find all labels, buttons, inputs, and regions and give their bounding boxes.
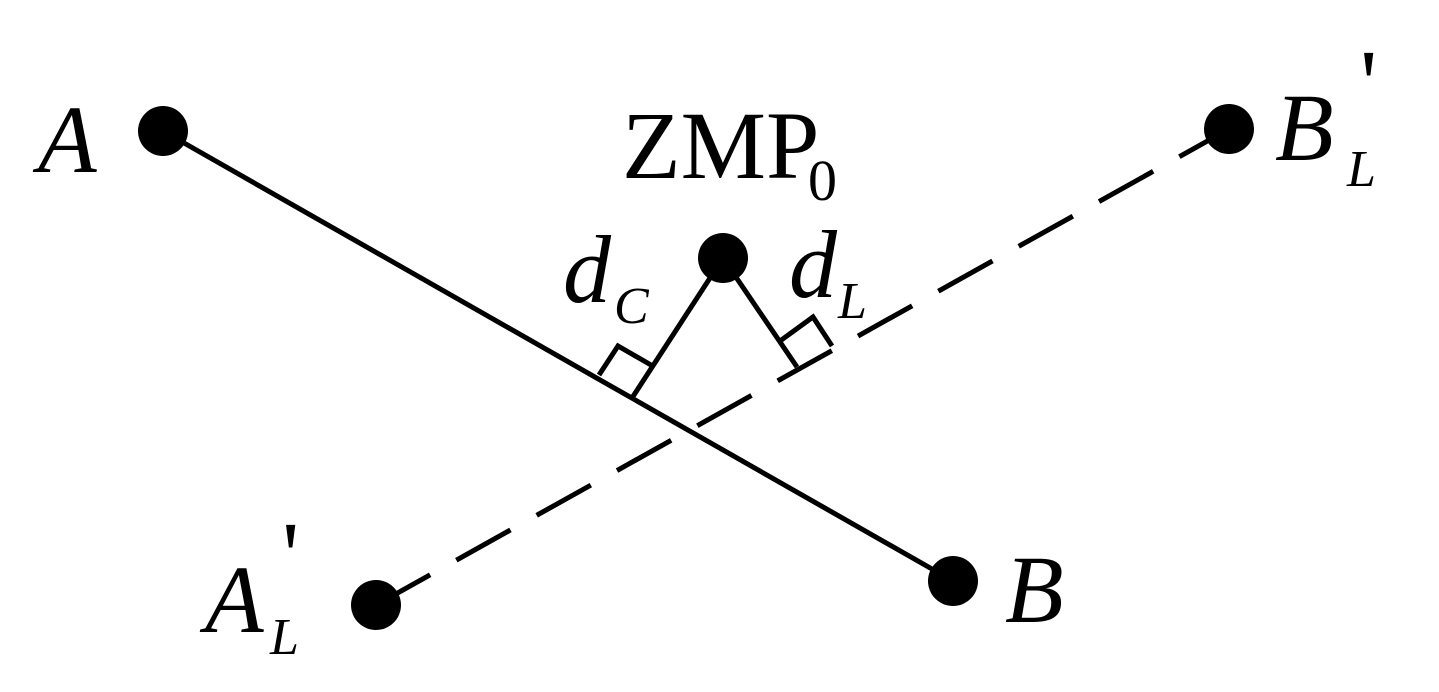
line-a-b bbox=[161, 128, 955, 584]
label-b: B bbox=[1005, 536, 1064, 643]
svg-text:d: d bbox=[563, 216, 612, 323]
label-zmp0: ZMP 0 bbox=[622, 92, 837, 213]
svg-text:L: L bbox=[837, 273, 867, 330]
svg-text:C: C bbox=[614, 278, 650, 335]
svg-text:L: L bbox=[269, 609, 299, 666]
point-b bbox=[928, 556, 978, 606]
svg-text:B: B bbox=[1275, 74, 1334, 181]
label-dc: d C bbox=[563, 216, 650, 335]
svg-text:L: L bbox=[1346, 141, 1376, 198]
line-al-bl-dashed bbox=[374, 126, 1231, 608]
point-bl-prime bbox=[1204, 104, 1254, 154]
svg-text:d: d bbox=[789, 211, 838, 318]
right-angle-marker-dc bbox=[596, 342, 653, 377]
svg-text:ZMP: ZMP bbox=[622, 92, 819, 199]
svg-text:': ' bbox=[282, 502, 299, 609]
label-al-prime: A L ' bbox=[199, 502, 299, 666]
point-a bbox=[138, 106, 188, 156]
point-zmp0 bbox=[698, 233, 748, 283]
svg-text:A: A bbox=[199, 546, 264, 653]
svg-text:': ' bbox=[1360, 30, 1377, 137]
label-bl-prime: B L ' bbox=[1275, 30, 1377, 198]
point-al-prime bbox=[351, 580, 401, 630]
perpendicular-dc bbox=[629, 256, 726, 400]
label-a: A bbox=[32, 86, 97, 193]
label-dl: d L bbox=[789, 211, 867, 330]
right-angle-marker-dl bbox=[778, 313, 835, 348]
svg-text:0: 0 bbox=[808, 148, 837, 213]
